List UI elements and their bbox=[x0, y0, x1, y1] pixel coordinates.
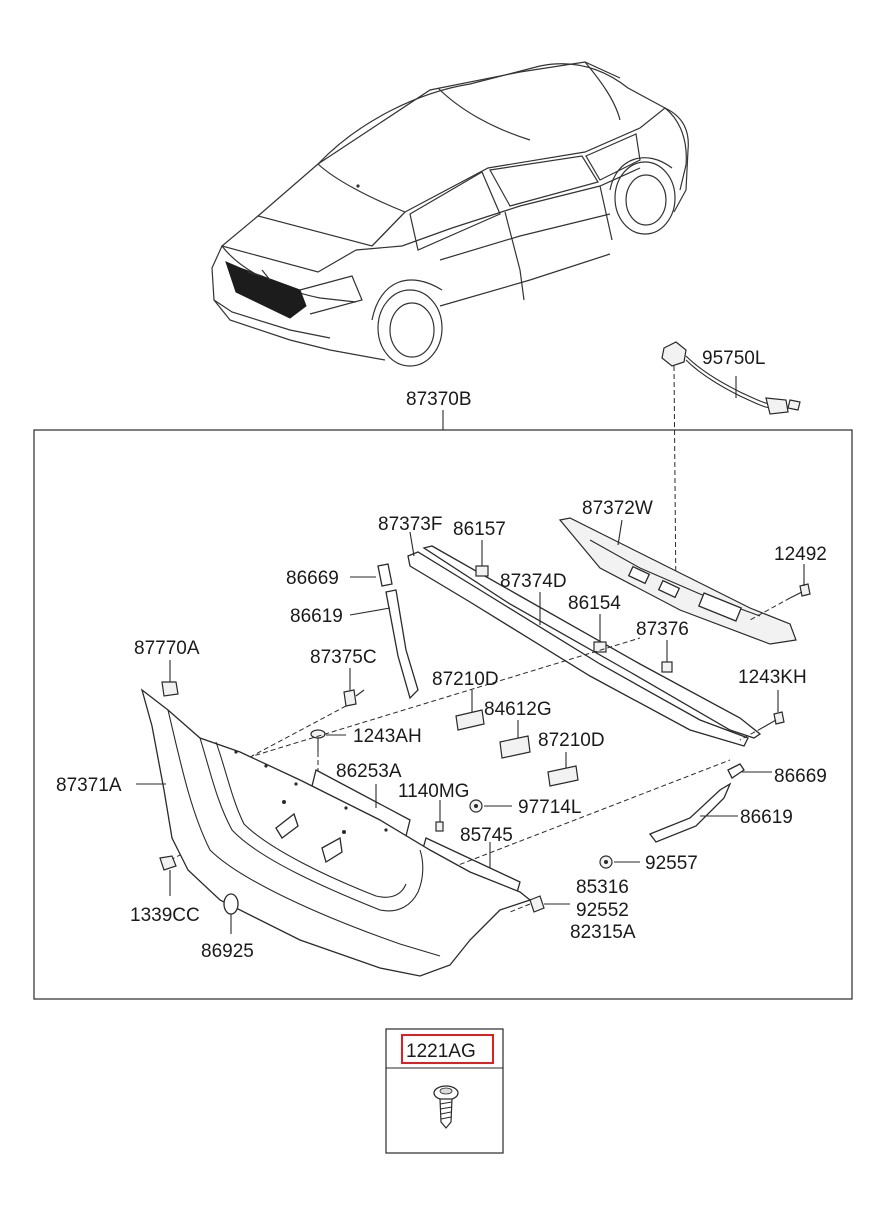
screw-icon bbox=[433, 1085, 459, 1129]
label-87375C: 87375C bbox=[310, 647, 377, 668]
label-86925: 86925 bbox=[201, 941, 254, 962]
tape-86619-upper bbox=[385, 589, 419, 700]
tape-86619-lower bbox=[648, 782, 732, 843]
wiring-harness bbox=[661, 341, 801, 601]
label-1243AH: 1243AH bbox=[353, 726, 422, 747]
label-92552: 92552 bbox=[576, 900, 629, 921]
clip-86157 bbox=[475, 565, 489, 577]
clip-87376 bbox=[661, 661, 673, 673]
rear-garnish-part bbox=[558, 517, 797, 645]
inset-label-highlight bbox=[401, 1034, 494, 1064]
label-97714L: 97714L bbox=[518, 797, 581, 818]
cap-86925 bbox=[223, 893, 239, 934]
label-87373F: 87373F bbox=[378, 514, 442, 535]
clip-1140MG bbox=[435, 821, 444, 832]
car-illustration bbox=[211, 61, 689, 367]
label-87372W: 87372W bbox=[582, 498, 653, 519]
label-87770A: 87770A bbox=[134, 638, 200, 659]
fastener-92552 bbox=[509, 895, 570, 913]
bolt-12492 bbox=[749, 564, 811, 621]
fastener-87375C bbox=[251, 668, 365, 757]
label-86157: 86157 bbox=[453, 519, 506, 540]
label-87210D-right: 87210D bbox=[538, 730, 605, 751]
label-1339CC: 1339CC bbox=[130, 905, 200, 926]
pad-84612G bbox=[499, 735, 531, 759]
pad-87210D-right bbox=[547, 765, 579, 787]
nut-97714L bbox=[469, 799, 512, 813]
bolt-1243KH bbox=[739, 690, 785, 741]
tape-86669-lower bbox=[727, 763, 745, 779]
label-86619-upper: 86619 bbox=[290, 606, 343, 627]
label-82315A: 82315A bbox=[570, 922, 636, 943]
part-labels: 95750L 87370B 87372W 87373F 86157 12492 … bbox=[56, 348, 827, 962]
label-86619-lower: 86619 bbox=[740, 807, 793, 828]
label-86669-upper: 86669 bbox=[286, 568, 339, 589]
label-1243KH: 1243KH bbox=[738, 667, 807, 688]
label-87370B: 87370B bbox=[406, 389, 472, 410]
label-87371A: 87371A bbox=[56, 775, 122, 796]
label-87374D: 87374D bbox=[500, 571, 567, 592]
inset-label: 1221AG bbox=[406, 1041, 476, 1062]
label-12492: 12492 bbox=[774, 544, 827, 565]
label-87210D-left: 87210D bbox=[432, 669, 499, 690]
clip-87770A bbox=[161, 681, 179, 697]
bumper-cover bbox=[136, 688, 532, 977]
long-trim-strip bbox=[407, 531, 762, 747]
tape-86669-upper bbox=[377, 563, 393, 587]
label-84612G: 84612G bbox=[484, 699, 552, 720]
label-95750L: 95750L bbox=[702, 348, 765, 369]
nut-1339CC bbox=[159, 855, 177, 896]
label-86253A: 86253A bbox=[336, 761, 402, 782]
pad-87210D-left bbox=[455, 709, 485, 731]
label-86669-lower: 86669 bbox=[774, 766, 827, 787]
grommet-92557 bbox=[599, 855, 640, 869]
label-86154: 86154 bbox=[568, 593, 621, 614]
inset-box-1221AG: 1221AG bbox=[385, 1028, 504, 1154]
label-1140MG: 1140MG bbox=[398, 781, 469, 802]
label-85745: 85745 bbox=[460, 825, 513, 846]
label-87376: 87376 bbox=[636, 619, 689, 640]
label-85316: 85316 bbox=[576, 877, 629, 898]
label-92557: 92557 bbox=[645, 853, 698, 874]
